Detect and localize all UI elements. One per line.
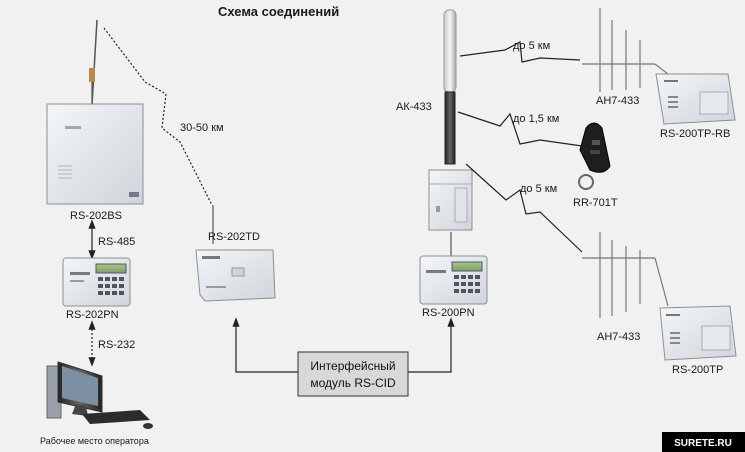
rs202bs-device: [46, 19, 144, 205]
interface-module-box: Интерфейсный модуль RS-CID: [297, 351, 409, 397]
radio-link-bottom: [465, 163, 583, 253]
rs232-label: RS-232: [98, 339, 135, 351]
interface-module-line1: Интерфейсный: [310, 359, 395, 373]
rr701t-label: RR-701T: [573, 197, 618, 209]
ah7-top-label: АН7-433: [596, 95, 639, 107]
antenna-base-icon: [89, 68, 95, 82]
range-30-50-label: 30-50 км: [180, 122, 224, 134]
ak433-antenna-icon: [443, 9, 457, 165]
rs200pn-label: RS-200PN: [422, 307, 475, 319]
rs202pn-keypad: [62, 257, 131, 307]
watermark: SURETE.RU: [674, 438, 732, 449]
radio-link-keyfob: [457, 111, 583, 147]
rs200tp-device: [659, 305, 737, 361]
range-1-5-label: до 1,5 км: [513, 113, 559, 125]
workstation-label: Рабочее место оператора: [40, 436, 149, 446]
rs202td-label: RS-202TD: [208, 231, 260, 243]
rs202td-device: [195, 249, 276, 302]
diagram-title: Схема соединений: [218, 4, 339, 19]
rs202pn-label: RS-202PN: [66, 309, 119, 321]
radio-link-30-50: [103, 27, 213, 206]
link-to-rs200pn: [408, 317, 455, 373]
ah7-bottom-label: АН7-433: [597, 331, 640, 343]
rs485-label: RS-485: [98, 236, 135, 248]
rs200tp-label: RS-200TP: [672, 364, 723, 376]
ak433-label: АК-433: [396, 101, 432, 113]
yagi-antenna-top-icon: [582, 8, 669, 92]
radio-link-top: [459, 41, 581, 63]
yagi-antenna-bottom-icon: [582, 232, 669, 318]
range-5-top-label: до 5 км: [513, 40, 550, 52]
rs200pn-keypad: [419, 255, 488, 305]
interface-module-line2: модуль RS-CID: [310, 376, 396, 390]
workstation-computer-icon: [46, 361, 153, 429]
rs200tp-rb-device: [655, 73, 736, 125]
receiver-unit: [428, 169, 473, 231]
link-to-rs202td: [232, 317, 298, 373]
range-5-bottom-label: до 5 км: [520, 183, 557, 195]
rs200tp-rb-label: RS-200TP-RB: [660, 128, 730, 140]
whip-antenna-icon: [91, 19, 98, 106]
watermark-bg: [662, 432, 745, 452]
keyfob-icon: [578, 122, 611, 190]
cabinet-body: [46, 103, 144, 205]
rs202bs-label: RS-202BS: [70, 210, 122, 222]
